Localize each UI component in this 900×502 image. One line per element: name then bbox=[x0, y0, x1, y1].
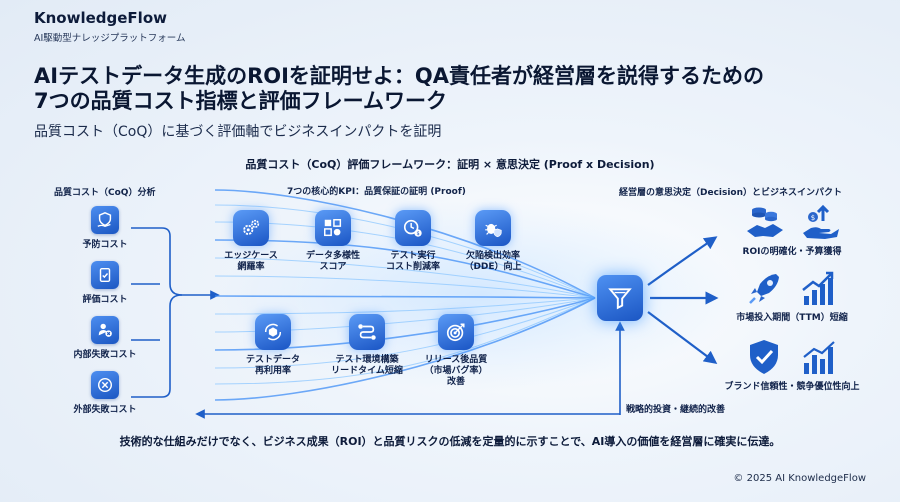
page-subtitle: 品質コスト（CoQ）に基づく評価軸でビジネスインパクトを証明 bbox=[34, 124, 442, 140]
data-stream-line bbox=[214, 297, 596, 385]
coins-handshake-icon bbox=[747, 207, 783, 237]
clock-coin-icon: $ bbox=[395, 210, 431, 246]
bar-chart-icon bbox=[803, 341, 835, 374]
money-hand-icon: $ bbox=[803, 204, 839, 239]
kpi-header: 7つの核心的KPI：品質保証の証明 (Proof) bbox=[287, 187, 466, 197]
page-title: AIテストデータ生成のROIを証明せよ：QA責任者が経営層を説得するための 7つ… bbox=[34, 64, 874, 114]
coq-item-prevention: 予防コスト bbox=[60, 206, 150, 250]
kpi-edge-case-coverage: エッジケース 網羅率 bbox=[206, 210, 296, 273]
outcome-roi-budget: $ ROIの明確化・予算獲得 bbox=[718, 203, 866, 257]
kpi-label: データ多様性 スコア bbox=[305, 251, 360, 272]
gears-icon bbox=[233, 210, 269, 246]
title-line-2: 7つの品質コスト指標と評価フレームワーク bbox=[34, 89, 447, 113]
kpi-label: リリース後品質 （市場バグ率） 改善 bbox=[424, 355, 488, 387]
outcome-brand-trust: ブランド信頼性・競争優位性向上 bbox=[702, 337, 882, 392]
copyright: © 2025 AI KnowledgeFlow bbox=[733, 473, 866, 484]
cross-circle-icon bbox=[91, 371, 119, 399]
person-cross-icon bbox=[91, 316, 119, 344]
framework-title: 品質コスト（CoQ）評価フレームワーク：証明 × 意思決定 (Proof x D… bbox=[245, 158, 655, 171]
brand-name: KnowledgeFlow bbox=[34, 9, 167, 27]
flow-path-icon bbox=[349, 314, 385, 350]
coq-item-label: 予防コスト bbox=[82, 240, 128, 250]
kpi-environment-lead-time: テスト環境構築 リードタイム短縮 bbox=[322, 314, 412, 377]
bug-shield-icon bbox=[475, 210, 511, 246]
kpi-post-release-quality: リリース後品質 （市場バグ率） 改善 bbox=[411, 314, 501, 388]
kpi-data-reuse-rate: テストデータ 再利用率 bbox=[228, 314, 318, 377]
coq-item-external-failure: 外部失敗コスト bbox=[60, 371, 150, 415]
left-bracket bbox=[131, 227, 220, 398]
conclusion-text: 技術的な仕組みだけでなく、ビジネス成果（ROI）と品質リスクの低減を定量的に示す… bbox=[119, 435, 781, 448]
data-stream-line bbox=[214, 189, 596, 299]
shield-check-icon bbox=[750, 340, 778, 374]
bar-growth-icon bbox=[802, 271, 834, 305]
outcome-label: 市場投入期間（TTM）短縮 bbox=[736, 313, 848, 323]
data-stream-line bbox=[214, 297, 596, 369]
coq-item-appraisal: 評価コスト bbox=[60, 261, 150, 305]
title-line-1: AIテストデータ生成のROIを証明せよ：QA責任者が経営層を説得するための bbox=[34, 64, 765, 88]
data-stream-line bbox=[214, 297, 596, 333]
data-stream-line bbox=[214, 257, 596, 299]
kpi-label: テスト実行 コスト削減率 bbox=[385, 251, 440, 272]
kpi-label: 欠陥検出効率 （DDE）向上 bbox=[464, 251, 522, 272]
svg-text:$: $ bbox=[811, 214, 815, 222]
data-stream-line bbox=[214, 297, 596, 401]
kpi-label: エッジケース 網羅率 bbox=[224, 251, 278, 272]
kpi-label: テストデータ 再利用率 bbox=[245, 355, 300, 376]
output-arrows bbox=[647, 236, 719, 364]
clipboard-check-icon bbox=[91, 261, 119, 289]
coq-item-label: 内部失敗コスト bbox=[73, 350, 137, 360]
rocket-icon bbox=[749, 274, 779, 304]
kpi-defect-detection-efficiency: 欠陥検出効率 （DDE）向上 bbox=[448, 210, 538, 273]
recycle-cube-icon bbox=[255, 314, 291, 350]
feedback-label: 戦略的投資・継続的改善 bbox=[626, 405, 726, 415]
coq-item-label: 評価コスト bbox=[82, 295, 128, 305]
brand-tagline: AI駆動型ナレッジプラットフォーム bbox=[34, 33, 186, 44]
data-stream-line bbox=[214, 295, 596, 299]
decision-header: 経営層の意思決定（Decision）とビジネスインパクト bbox=[619, 188, 843, 198]
data-streams bbox=[214, 189, 596, 401]
data-grid-icon bbox=[315, 210, 351, 246]
target-icon bbox=[438, 314, 474, 350]
coq-analysis-header: 品質コスト（CoQ）分析 bbox=[54, 188, 156, 198]
outcome-label: ROIの明確化・予算獲得 bbox=[742, 247, 842, 257]
data-stream-line bbox=[214, 275, 596, 299]
svg-text:$: $ bbox=[416, 231, 419, 237]
data-stream-line bbox=[214, 297, 596, 315]
data-stream-line bbox=[214, 239, 596, 299]
kpi-execution-cost-reduction: $ テスト実行 コスト削減率 bbox=[368, 210, 458, 273]
kpi-label: テスト環境構築 リードタイム短縮 bbox=[331, 355, 403, 376]
coq-item-internal-failure: 内部失敗コスト bbox=[60, 316, 150, 360]
feedback-arrow bbox=[195, 321, 625, 419]
outcome-label: ブランド信頼性・競争優位性向上 bbox=[724, 382, 860, 392]
outcome-ttm: 市場投入期間（TTM）短縮 bbox=[708, 268, 876, 323]
shield-hand-icon bbox=[91, 206, 119, 234]
coq-item-label: 外部失敗コスト bbox=[73, 405, 137, 415]
funnel-icon bbox=[597, 275, 643, 321]
kpi-data-diversity: データ多様性 スコア bbox=[288, 210, 378, 273]
